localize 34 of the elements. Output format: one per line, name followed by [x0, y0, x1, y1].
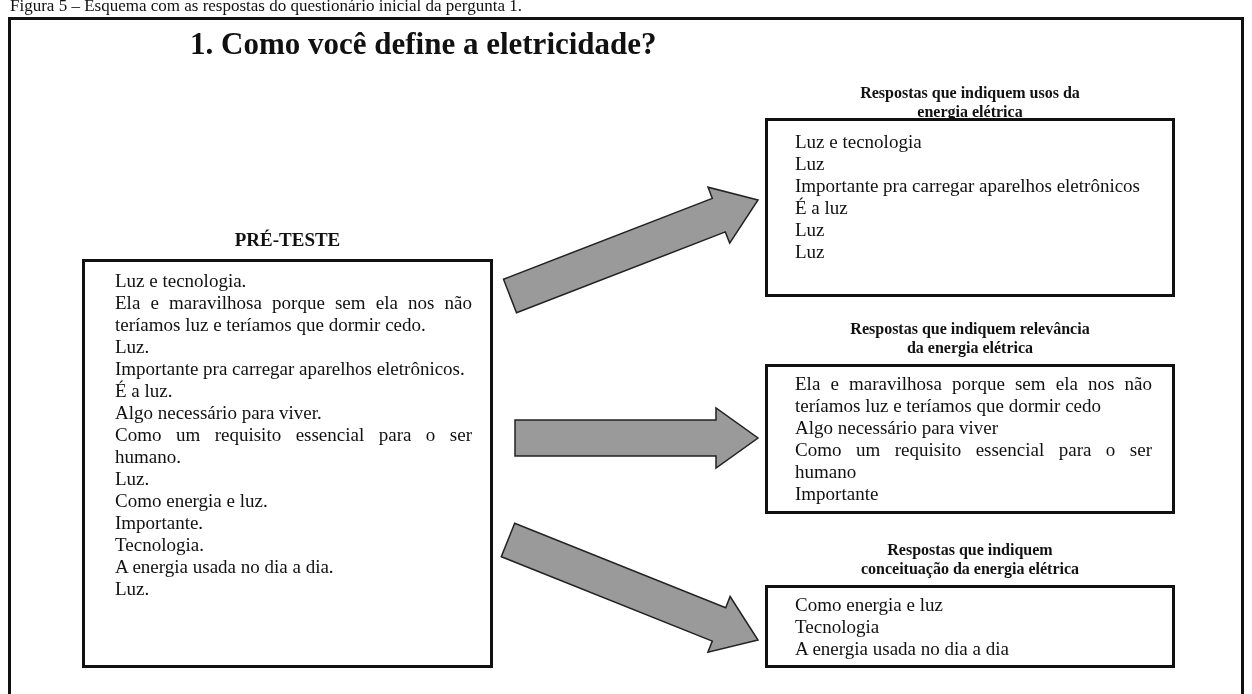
response-text: Ela e maravilhosa porque sem ela nos não teríamos luz e teríamos que dormir cedo.	[115, 292, 472, 336]
response-text: Luz	[795, 241, 826, 263]
response-text: Importante pra carregar aparelhos eletrônicos	[795, 175, 1141, 197]
response-text: Luz.	[115, 336, 151, 358]
response-text: Luz.	[115, 468, 151, 490]
response-text: Luz e tecnologia.	[115, 270, 248, 292]
response-text: Luz e tecnologia	[795, 131, 923, 153]
response-text: Como energia e luz	[795, 594, 944, 616]
box-heading: Respostas que indiquem conceituação da energia elétrica	[859, 540, 1081, 578]
box-heading: Respostas que indiquem relevância da energia elétrica	[849, 319, 1091, 357]
block-arrow	[514, 406, 760, 470]
response-text: Tecnologia.	[115, 534, 205, 556]
response-text: Importante pra carregar aparelhos eletrônicos.	[115, 358, 466, 380]
diagram-title: 1. Como você define a eletricidade?	[190, 26, 657, 62]
response-text: Luz.	[115, 578, 151, 600]
response-text: Importante	[795, 483, 880, 505]
figure-caption: Figura 5 – Esquema com as respostas do questionário inicial da pergunta 1.	[10, 0, 522, 16]
response-text: Luz	[795, 219, 826, 241]
response-text: A energia usada no dia a dia	[795, 638, 1010, 660]
response-text: Como um requisito essencial para o ser humano.	[115, 424, 472, 468]
response-text: Como energia e luz.	[115, 490, 269, 512]
response-text: Tecnologia	[795, 616, 881, 638]
response-text: É a luz	[795, 197, 848, 219]
response-text: Como um requisito essencial para o ser humano	[795, 439, 1152, 483]
response-text: Luz	[795, 153, 826, 175]
response-text: É a luz.	[115, 380, 173, 402]
response-text: A energia usada no dia a dia.	[115, 556, 335, 578]
box-heading: PRÉ-TESTE	[233, 230, 342, 249]
response-text: Algo necessário para viver	[795, 417, 1000, 439]
response-text: Algo necessário para viver.	[115, 402, 323, 424]
block-arrow	[500, 522, 760, 654]
response-text: Ela e maravilhosa porque sem ela nos não teríamos luz e teríamos que dormir cedo	[795, 373, 1152, 417]
block-arrow	[502, 186, 760, 314]
response-text: Importante.	[115, 512, 205, 534]
